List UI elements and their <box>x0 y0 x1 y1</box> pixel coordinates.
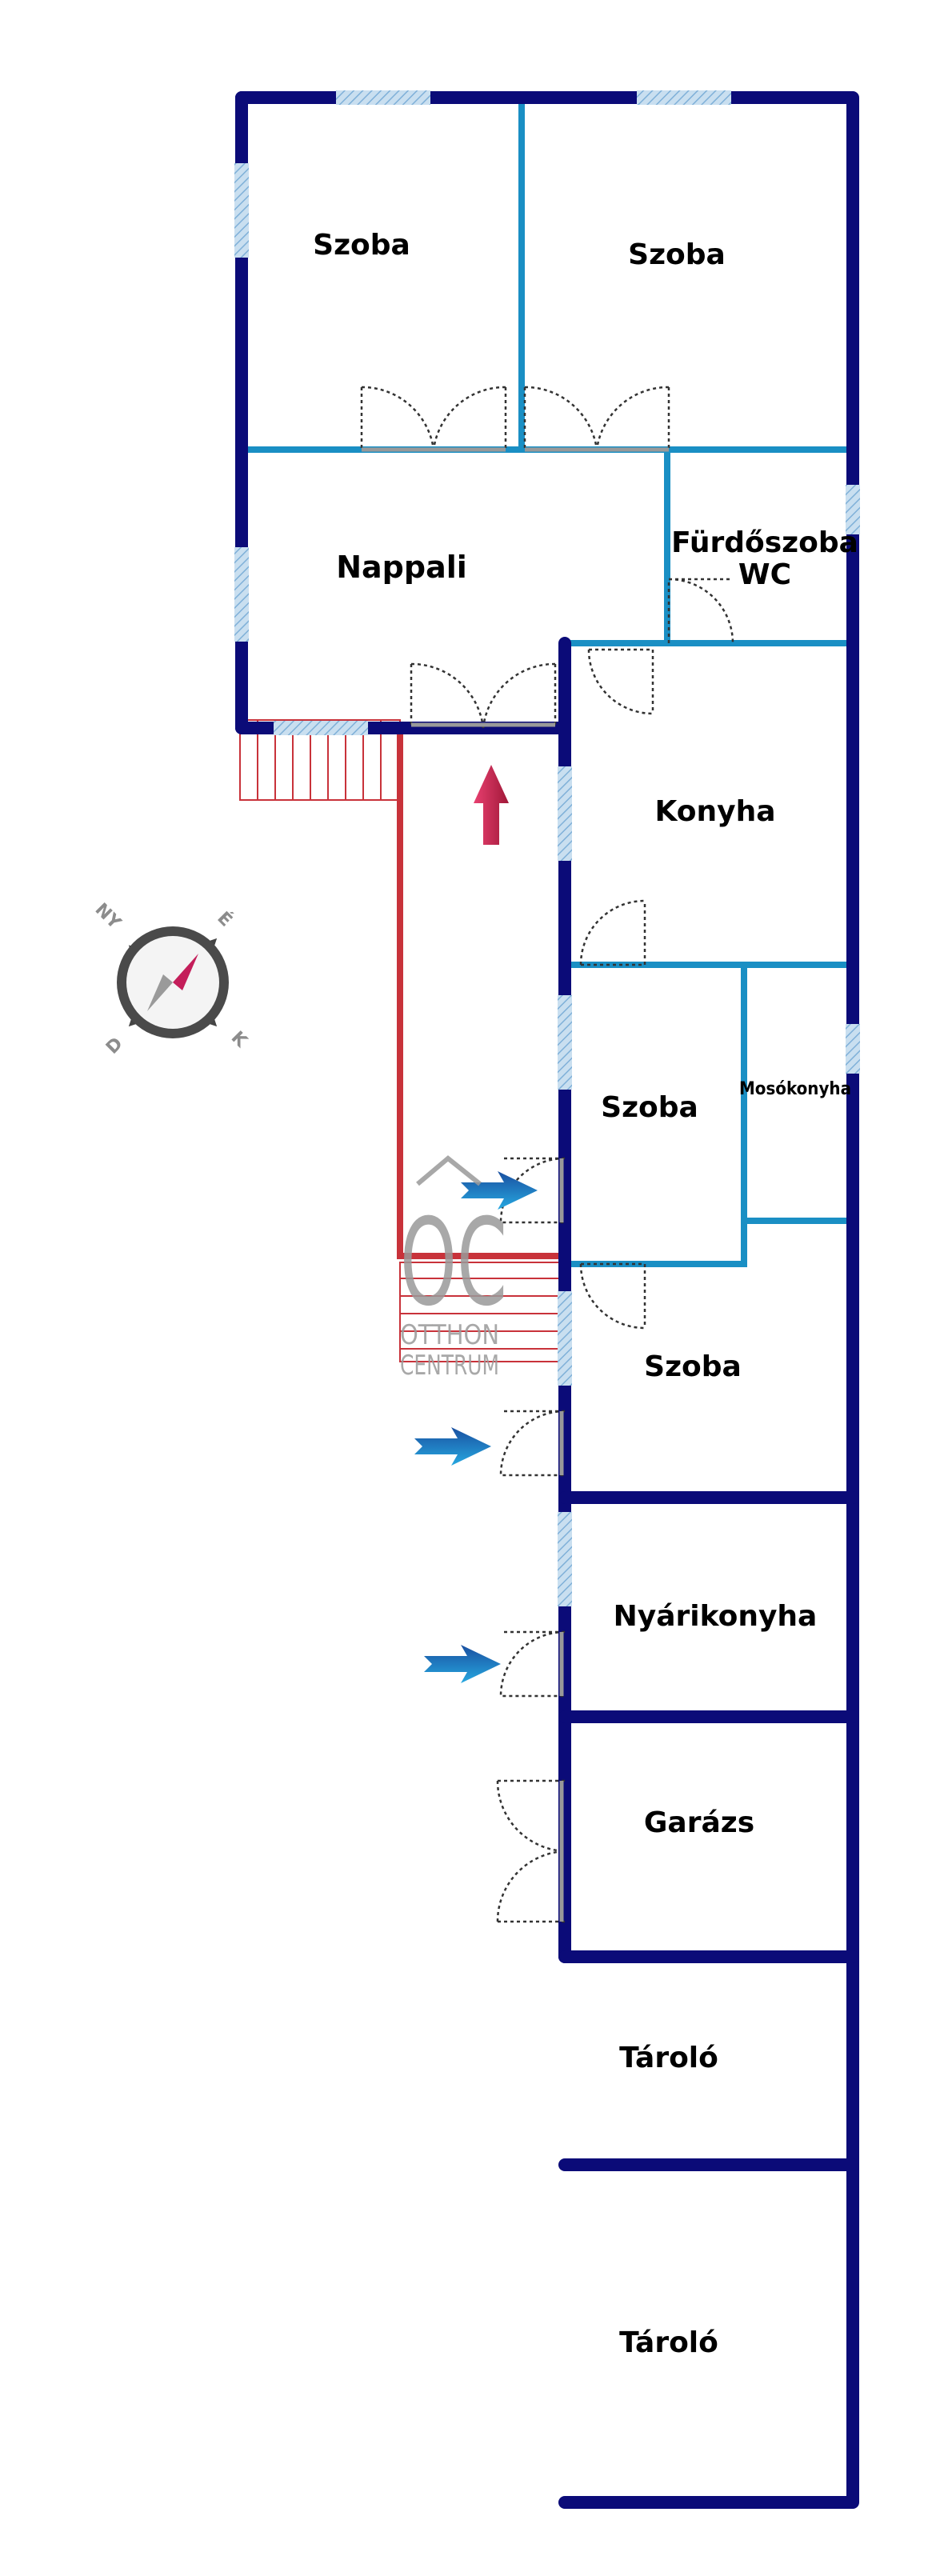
window <box>846 1024 860 1074</box>
window <box>558 1291 572 1386</box>
room-label-nyarikonyha: Nyárikonyha <box>614 1600 818 1633</box>
compass-west-label: NY <box>91 899 126 934</box>
room-label-garazs: Garázs <box>644 1806 754 1839</box>
entrance-arrow <box>474 765 509 845</box>
room-label-szoba-ne: Szoba <box>628 238 726 271</box>
compass-north-label: É <box>213 908 236 931</box>
window <box>234 547 249 642</box>
room-label-wc: WC <box>738 558 791 591</box>
window <box>558 766 572 861</box>
otthon-centrum-logo: OC OTTHON CENTRUM <box>400 1155 507 1382</box>
window <box>336 90 430 105</box>
logo-monogram: OC <box>400 1194 507 1333</box>
entry-arrows <box>414 1171 538 1683</box>
room-label-tarolo-2: Tároló <box>619 2326 718 2359</box>
room-label-szoba-nw: Szoba <box>313 229 410 262</box>
windows <box>234 90 860 1606</box>
compass-south-label: D <box>102 1034 127 1058</box>
compass-icon: É K D NY <box>91 899 252 1058</box>
terrace <box>239 719 561 1362</box>
window <box>558 995 572 1090</box>
arrow-icon <box>461 1171 538 1210</box>
doors <box>360 386 734 1923</box>
door-leaves <box>362 447 669 1922</box>
window <box>558 1512 572 1606</box>
room-labels: Szoba Szoba Nappali Fürdőszoba WC Konyha… <box>313 229 858 2359</box>
logo-line-2: CENTRUM <box>400 1350 499 1382</box>
arrow-icon <box>424 1645 501 1683</box>
compass-east-label: K <box>227 1028 251 1052</box>
window <box>846 485 860 534</box>
room-label-mosokonyha: Mosókonyha <box>739 1079 851 1099</box>
window <box>637 90 731 105</box>
room-label-furdoszoba: Fürdőszoba <box>671 526 858 559</box>
exterior-walls <box>235 91 859 2509</box>
room-label-szoba-lower: Szoba <box>644 1350 742 1383</box>
room-label-konyha: Konyha <box>654 795 775 828</box>
room-label-tarolo-1: Tároló <box>619 2042 718 2074</box>
room-label-nappali: Nappali <box>336 550 467 585</box>
room-label-szoba-mid: Szoba <box>601 1091 698 1124</box>
window <box>274 721 368 735</box>
logo-line-1: OTTHON <box>400 1319 499 1351</box>
window <box>234 163 249 258</box>
arrow-icon <box>414 1427 491 1466</box>
